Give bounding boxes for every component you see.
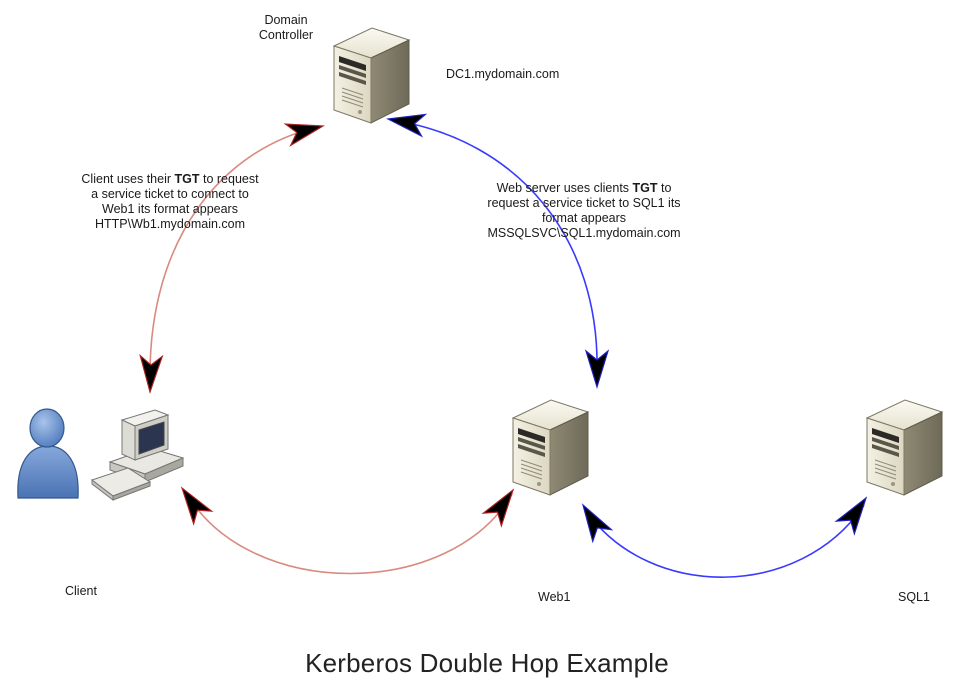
client-note-line1-post: to request — [199, 172, 259, 186]
arrow-to-web1-from-client — [482, 483, 523, 527]
client-note-line1-pre: Client uses their — [81, 172, 175, 186]
client-note-line3: Web1 its format appears — [102, 202, 238, 216]
web1-label: Web1 — [538, 590, 571, 604]
dc-label-line2: Controller — [258, 28, 314, 42]
web-note-line2: request a service ticket to SQL1 its — [487, 196, 681, 210]
client-web1-path — [186, 493, 513, 575]
sql1-label: SQL1 — [898, 590, 930, 604]
arrow-to-client-from-web1 — [172, 481, 213, 525]
client-request-note: Client uses their TGT to request a servi… — [50, 172, 290, 232]
client-note-line4: HTTP\Wb1.mydomain.com — [94, 217, 246, 231]
web-note-line4: MSSQLSVC\SQL1.mydomain.com — [487, 226, 681, 240]
dc-web1-path — [391, 119, 598, 373]
diagram-title: Kerberos Double Hop Example — [305, 648, 669, 678]
web-note-line1-post: to — [657, 181, 672, 195]
workstation-icon — [90, 409, 185, 502]
client-note-tgt: TGT — [174, 172, 200, 186]
dc-hostname: DC1.mydomain.com — [446, 67, 560, 81]
arrow-to-web1-from-sql1 — [573, 498, 613, 542]
web-note-tgt: TGT — [632, 181, 658, 195]
client-dc-path — [149, 126, 319, 376]
web1-sql1-path — [586, 504, 865, 578]
dc-server-icon — [333, 27, 410, 124]
web-request-note: Web server uses clients TGT to request a… — [452, 181, 716, 241]
client-label: Client — [65, 584, 97, 598]
web-note-line3: format appears — [541, 211, 627, 225]
web-note-line1-pre: Web server uses clients — [496, 181, 633, 195]
web1-server-icon — [512, 399, 589, 496]
dc-label: Domain Controller — [246, 13, 326, 43]
user-icon — [17, 408, 79, 499]
dc-label-line1: Domain — [264, 13, 308, 27]
arrow-to-dc-from-client — [284, 114, 327, 146]
arrow-to-sql1-from-web1 — [835, 491, 876, 535]
sql1-server-icon — [866, 399, 943, 496]
client-note-line2: a service ticket to connect to — [91, 187, 249, 201]
